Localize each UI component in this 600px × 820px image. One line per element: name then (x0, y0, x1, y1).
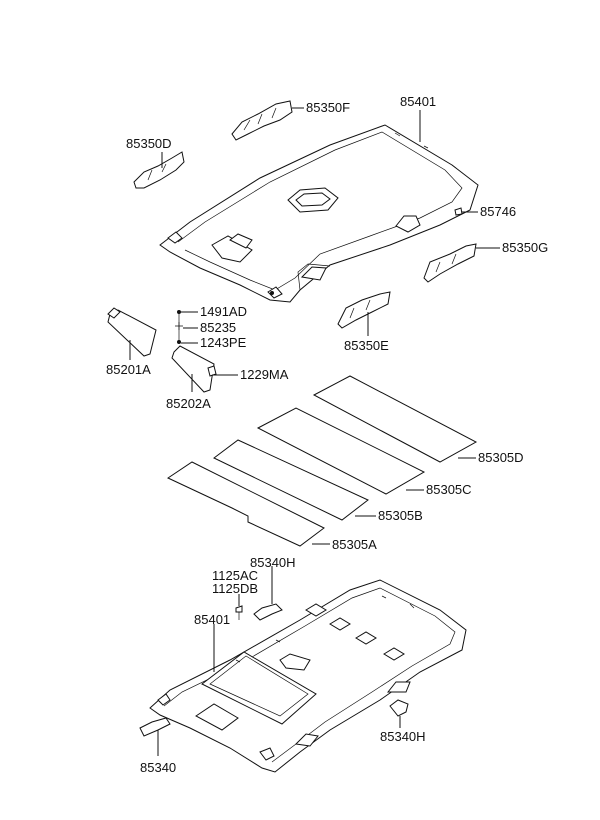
label-1491AD: 1491AD (200, 304, 247, 319)
headlining-upper (159, 124, 479, 303)
label-1125DB: 1125DB (212, 581, 258, 596)
label-85340H-top: 85340H (250, 555, 296, 570)
label-85305B: 85305B (378, 508, 423, 523)
bracket-85350E (337, 291, 391, 329)
label-1229MA: 1229MA (240, 367, 289, 382)
label-85202A: 85202A (166, 396, 211, 411)
bracket-85350G (423, 243, 477, 283)
sunvisor-85202A (171, 345, 217, 393)
pad-85305A (166, 461, 325, 547)
handle-85340H-top (253, 603, 283, 621)
label-85305D: 85305D (478, 450, 524, 465)
sunvisor-85201A (107, 307, 157, 357)
label-85340: 85340 (140, 760, 176, 775)
bracket-85350D (133, 151, 185, 189)
label-85401-top: 85401 (400, 94, 436, 109)
label-85305C: 85305C (426, 482, 472, 497)
label-85350D: 85350D (126, 136, 172, 151)
label-85350E: 85350E (344, 338, 389, 353)
handle-85340H-right (389, 699, 409, 717)
handle-85340 (139, 717, 171, 737)
pad-85305B (213, 439, 369, 521)
pad-85305C (256, 407, 426, 495)
headlining-lower (149, 579, 467, 773)
label-85305A: 85305A (332, 537, 377, 552)
label-85340H-right: 85340H (380, 729, 426, 744)
pad-85305D (312, 375, 478, 463)
label-85401-bottom: 85401 (194, 612, 230, 627)
fastener-stack (175, 310, 211, 376)
label-85746: 85746 (480, 204, 516, 219)
label-1243PE: 1243PE (200, 335, 247, 350)
screw-1125 (235, 605, 243, 620)
label-85235: 85235 (200, 320, 236, 335)
label-85201A: 85201A (106, 362, 151, 377)
label-85350F: 85350F (306, 100, 350, 115)
label-85350G: 85350G (502, 240, 548, 255)
label-1125AC: 1125AC (212, 568, 258, 583)
clip-85746 (454, 207, 463, 216)
bracket-85350F (231, 100, 293, 141)
